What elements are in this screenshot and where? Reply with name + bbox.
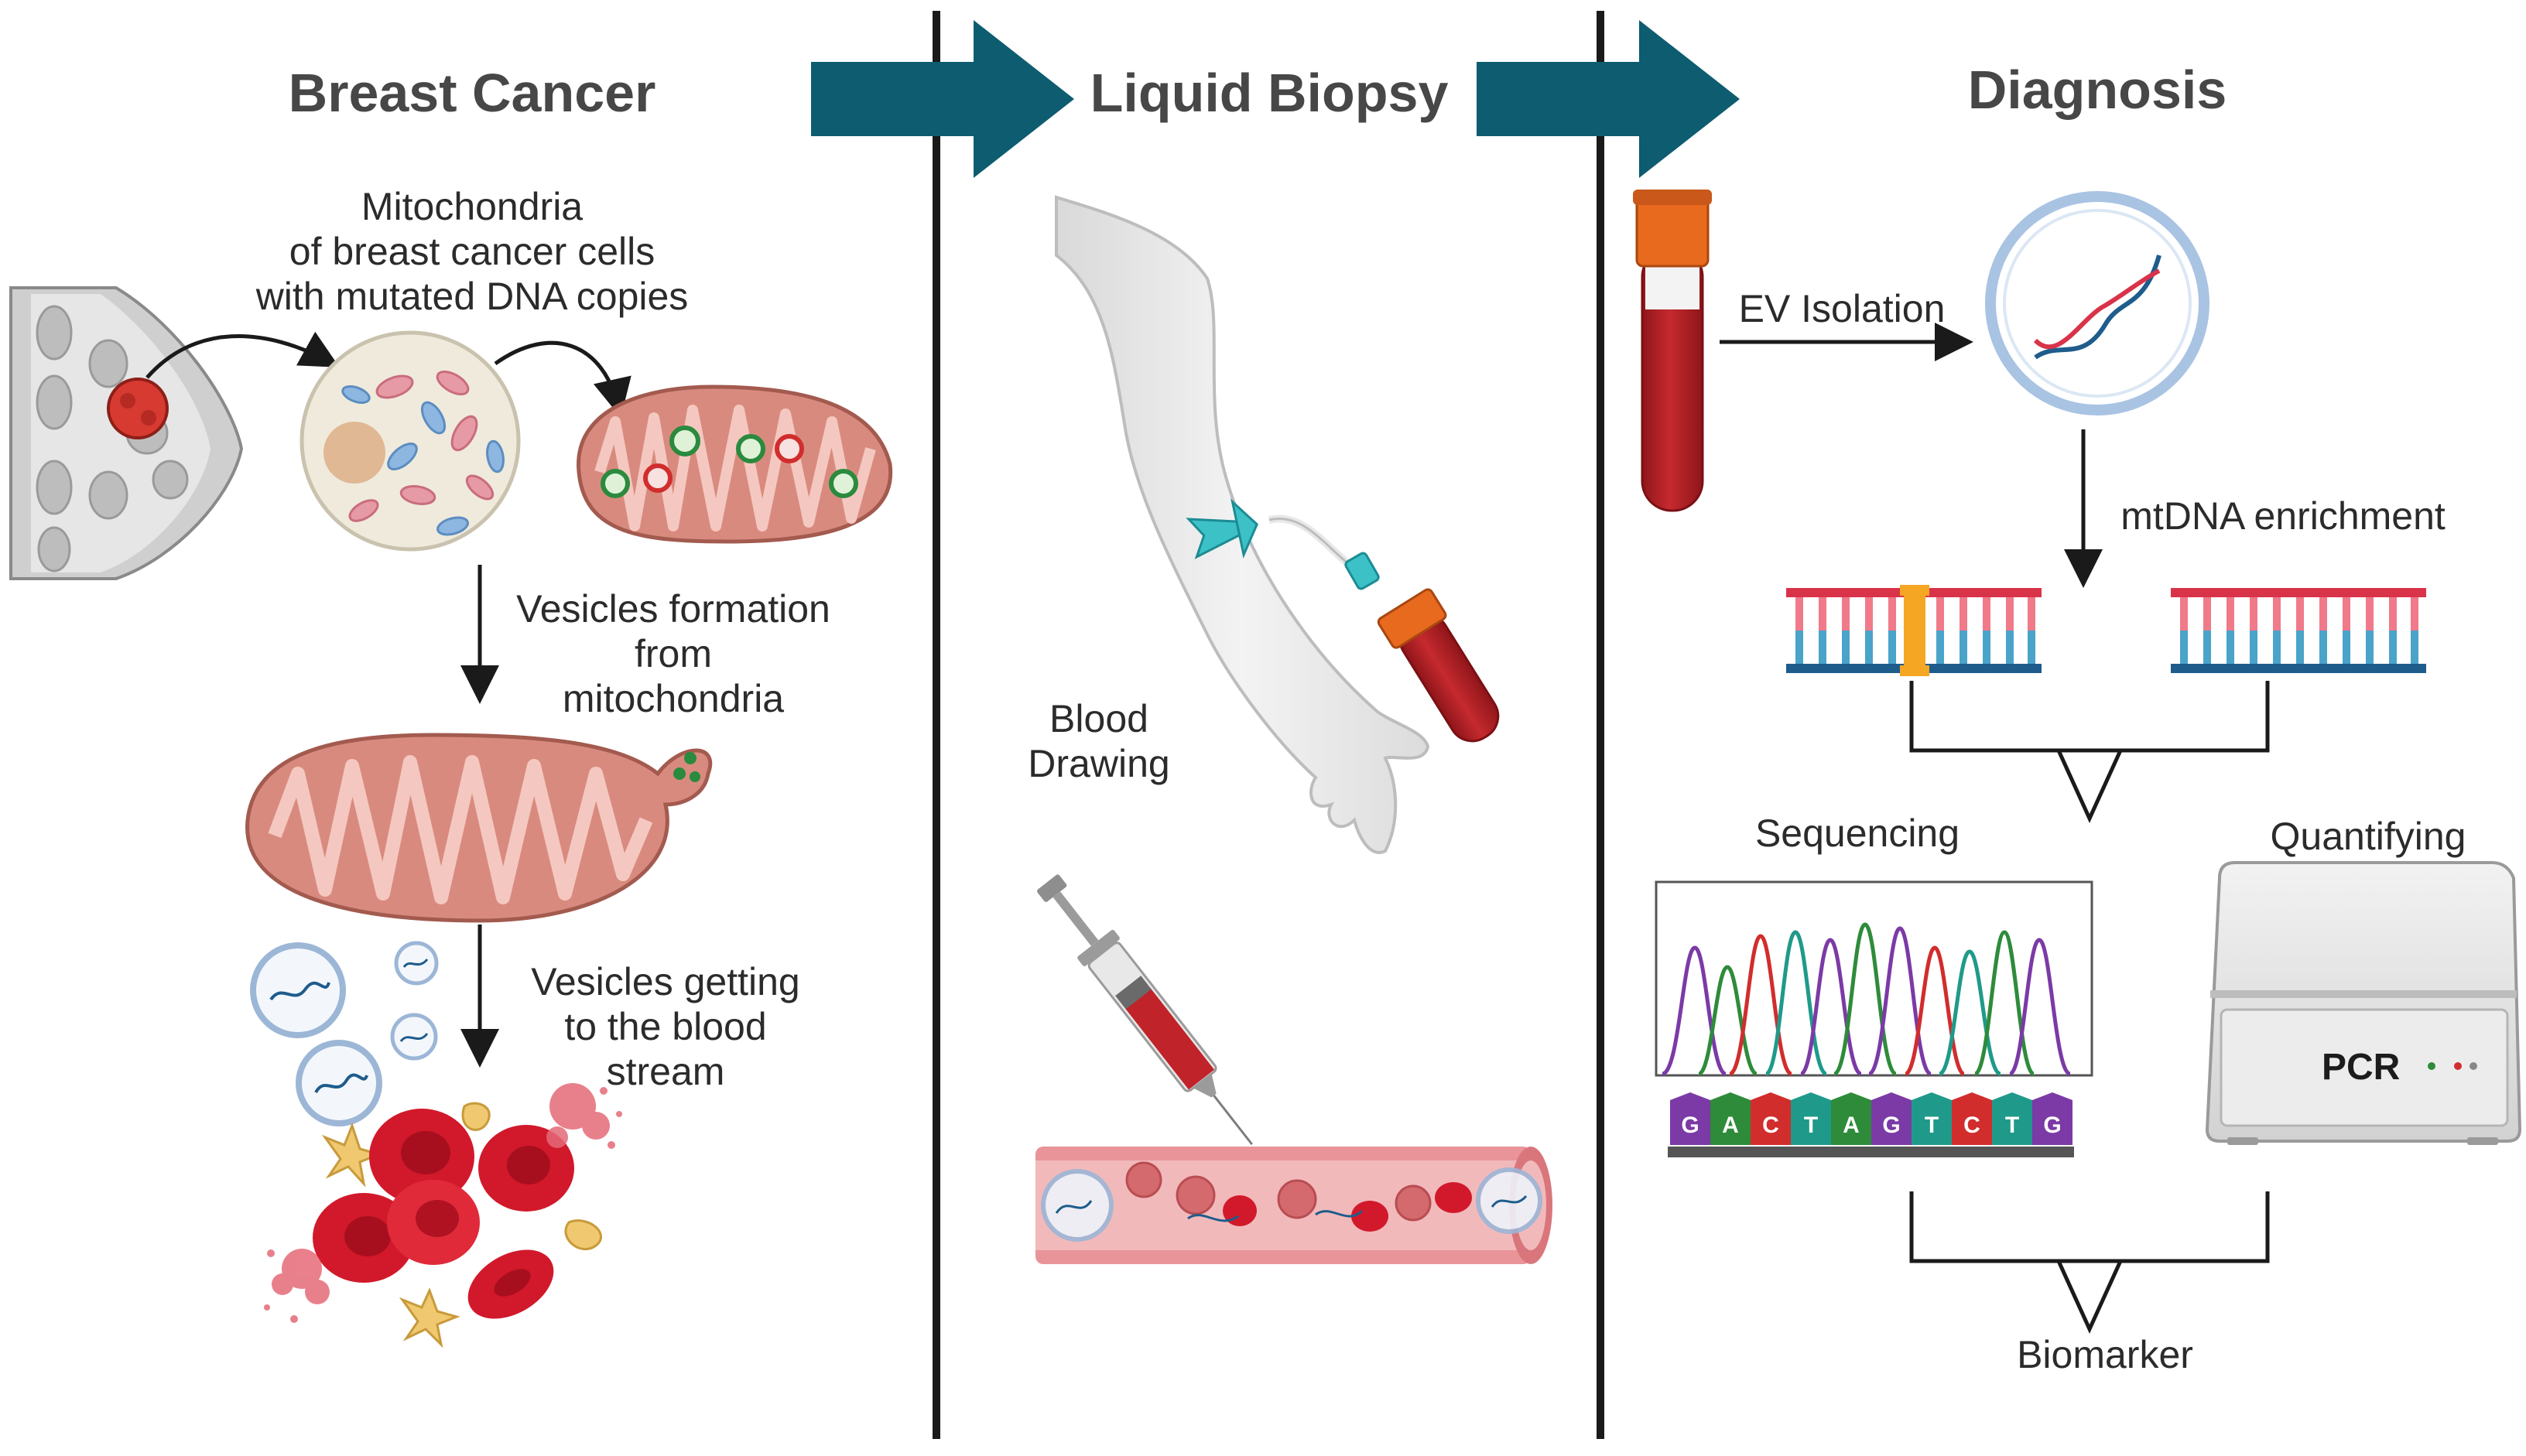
sequence-base-label: T <box>2005 1113 2019 1138</box>
sequence-base-tile <box>1710 1092 1751 1145</box>
cancer-cell-icon <box>299 330 521 552</box>
blood-tube-icon <box>1633 190 1712 512</box>
label-line: stream <box>606 1050 725 1093</box>
label-biomarker: Biomarker <box>2017 1333 2193 1376</box>
label-line: with mutated DNA copies <box>255 275 689 318</box>
sequence-base-tile <box>1670 1092 1710 1145</box>
red-blood-cell-icon <box>478 1125 574 1212</box>
label-mtdna-enrichment: mtDNA enrichment <box>2120 494 2446 538</box>
label-line: Vesicles getting <box>531 960 800 1003</box>
sequence-base-tile <box>1912 1092 1952 1145</box>
title-liquid-biopsy: Liquid Biopsy <box>1090 63 1449 123</box>
sequence-base-tile <box>1992 1092 2032 1145</box>
sequence-base-label: G <box>2043 1113 2061 1138</box>
breast-tissue-icon <box>9 286 244 580</box>
label-vesicles-formation: Vesicles formation from mitochondria <box>495 586 851 721</box>
arrow-to-diagnosis <box>1477 20 1740 178</box>
arrow-to-liquid-biopsy <box>811 20 1074 178</box>
sequence-base-label: C <box>1762 1113 1779 1138</box>
label-line: mitochondria <box>562 677 785 720</box>
label-vesicles-blood: Vesicles getting to the blood stream <box>503 959 828 1094</box>
red-blood-cell-icon <box>467 1249 554 1319</box>
label-line: Blood <box>1049 697 1148 740</box>
red-blood-cell-icon <box>387 1180 480 1265</box>
sequence-base-label: A <box>1843 1113 1860 1138</box>
syringe-icon <box>1037 874 1253 1146</box>
dna-ladder-icon-mutated <box>1786 585 2042 676</box>
blood-vessel-icon <box>1035 1147 1552 1264</box>
label-line: Mitochondria <box>361 185 584 228</box>
bracket-enrichment <box>1909 681 2270 824</box>
sequence-base-tile <box>1791 1092 1831 1145</box>
sequence-base-label: T <box>1804 1113 1818 1138</box>
sequence-base-label: A <box>1722 1113 1739 1138</box>
sequence-base-label: T <box>1925 1113 1939 1138</box>
mitochondrion-icon <box>577 385 893 544</box>
sequence-base-tile <box>1952 1092 1992 1145</box>
dna-ladder-icon-normal <box>2171 588 2426 673</box>
red-blood-cell-icon <box>369 1109 474 1205</box>
title-breast-cancer: Breast Cancer <box>288 63 656 123</box>
arm-blood-draw-icon <box>1055 195 1500 854</box>
chromatogram-icon <box>1655 880 2093 1077</box>
pcr-machine-icon <box>2205 861 2522 1145</box>
sequence-base-label: G <box>1681 1113 1699 1138</box>
red-blood-cell-icon-group <box>264 1083 622 1348</box>
vesicle-icon <box>390 1013 438 1061</box>
label-line: of breast cancer cells <box>289 230 655 273</box>
sequence-base-tile <box>1871 1092 1912 1145</box>
sequence-bar <box>1668 1147 2074 1157</box>
dna-vesicle-icon <box>1985 191 2209 415</box>
vesicle-icon <box>250 942 346 1038</box>
vesicle-icon-group <box>250 941 439 1126</box>
label-blood-drawing: Blood Drawing <box>1006 696 1192 786</box>
sequence-base-tile <box>1751 1092 1791 1145</box>
mitochondrion-budding-icon <box>245 733 712 923</box>
sequence-base-tile <box>2032 1092 2072 1145</box>
label-sequencing: Sequencing <box>1754 812 1960 855</box>
label-ev-isolation: EV Isolation <box>1738 287 1946 330</box>
label-line: Vesicles formation <box>516 587 830 631</box>
label-pcr: PCR <box>2322 1047 2401 1088</box>
sequence-base-label: G <box>1882 1113 1900 1138</box>
title-diagnosis: Diagnosis <box>1967 60 2227 120</box>
vesicle-icon <box>296 1040 382 1126</box>
label-line: to the blood <box>564 1005 767 1048</box>
label-mito-cells: Mitochondria of breast cancer cells with… <box>232 184 712 319</box>
label-quantifying: Quantifying <box>2270 815 2466 858</box>
sequence-base-tile <box>1831 1092 1871 1145</box>
vesicle-icon <box>394 941 439 986</box>
sequence-base-label: C <box>1963 1113 1980 1138</box>
label-line: Drawing <box>1028 742 1170 785</box>
tumor-icon <box>107 378 169 439</box>
label-line: from <box>635 632 712 675</box>
bracket-biomarker <box>1909 1191 2270 1335</box>
